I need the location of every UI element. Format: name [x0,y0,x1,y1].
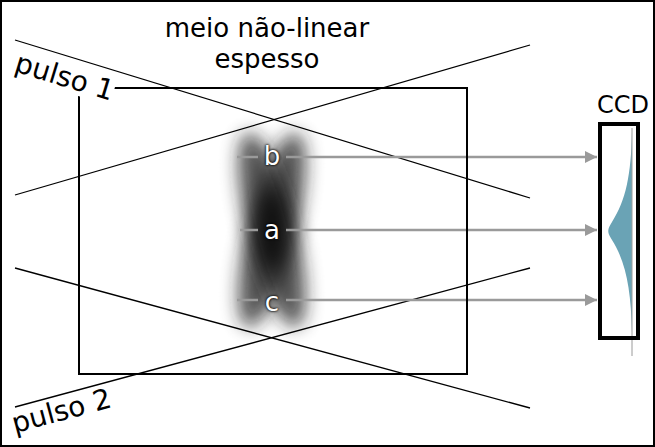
probe-ray [240,229,258,232]
probe-ray [286,156,597,159]
profile-axis [632,128,633,356]
node-heading: meio não-linear espesso [142,13,392,75]
pulse-label: pulso 1 [12,49,117,106]
point-label: a [257,217,287,243]
intensity-profile [608,132,632,332]
pulse-label: pulso 2 [9,385,115,438]
probe-ray [286,229,597,232]
pulse-1-edge [15,268,530,408]
probe-rays [237,157,597,300]
probe-ray [237,299,258,302]
probe-ray [286,299,597,302]
node-heading: CCD [583,91,655,120]
ccd-detector-box: CCD [598,122,640,340]
point-label: c [257,289,287,315]
overlap-core [258,190,286,270]
probe-ray [237,156,258,159]
point-label: b [257,143,287,169]
pulse-2-edge [15,268,530,407]
